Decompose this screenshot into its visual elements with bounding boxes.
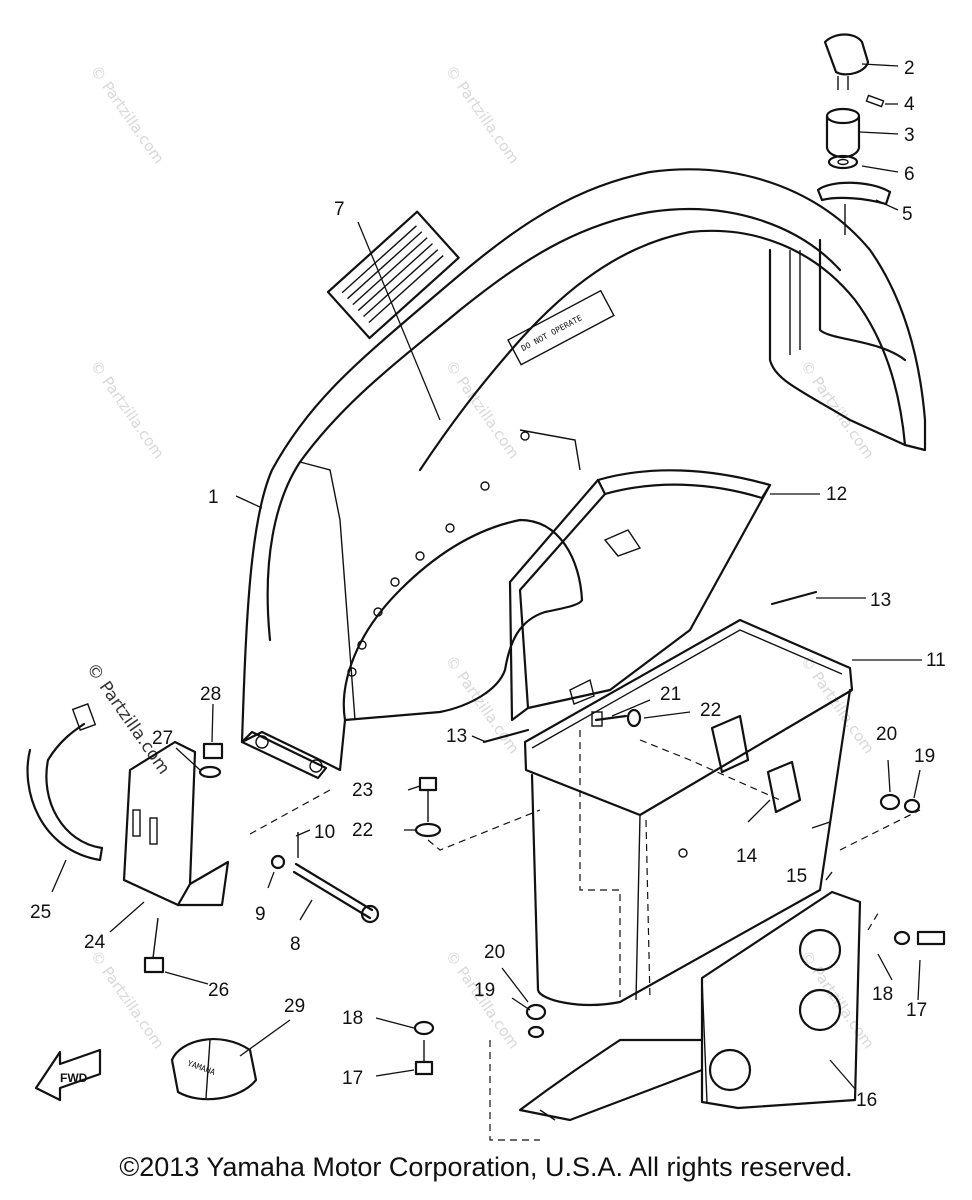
bolt-26 — [143, 917, 165, 974]
watermark: © Partzilla.com — [87, 947, 168, 1052]
callout-2: 2 — [904, 58, 915, 79]
callout-29: 29 — [284, 996, 305, 1017]
callout-21: 21 — [660, 684, 681, 705]
leader-lines — [51, 63, 922, 1091]
callout-9: 9 — [255, 904, 266, 925]
callout-16: 16 — [856, 1090, 877, 1111]
callout-18-left: 18 — [342, 1008, 363, 1029]
assembly-lines — [249, 730, 921, 1141]
callout-24: 24 — [84, 932, 106, 953]
callout-26: 26 — [208, 980, 229, 1001]
pouch-brand-text: YAMAHA — [186, 1059, 216, 1077]
fwd-label: FWD — [60, 1071, 88, 1085]
knob — [823, 33, 870, 76]
callout-3: 3 — [904, 125, 915, 146]
callout-25: 25 — [30, 902, 51, 923]
belt-guard-housing: DO NOT OPERATE — [240, 168, 927, 780]
strap — [26, 703, 104, 862]
callout-23: 23 — [352, 780, 373, 801]
watermark: © Partzilla.com — [87, 357, 168, 462]
tool-pouch: YAMAHA — [170, 1038, 258, 1101]
label-plate — [326, 210, 460, 340]
callout-8: 8 — [290, 934, 301, 955]
callout-1: 1 — [208, 487, 219, 508]
watermark-dark: © Partzilla.com — [82, 659, 174, 778]
watermark-layer: © Partzilla.com © Partzilla.com © Partzi… — [82, 62, 878, 1052]
fwd-arrow-icon: FWD — [34, 1048, 102, 1102]
watermark: © Partzilla.com — [442, 62, 523, 167]
parts-diagram: © Partzilla.com © Partzilla.com © Partzi… — [26, 33, 946, 1141]
callout-7: 7 — [334, 199, 345, 220]
callout-15: 15 — [786, 866, 807, 887]
callout-13-lower: 13 — [446, 726, 467, 747]
callout-11: 11 — [926, 650, 946, 671]
screws — [413, 708, 946, 1076]
callout-4: 4 — [904, 94, 915, 115]
callout-19-right: 19 — [914, 746, 935, 767]
callout-22-upper: 22 — [700, 700, 721, 721]
callout-27: 27 — [152, 728, 173, 749]
callout-20-left: 20 — [484, 942, 505, 963]
nut-28 — [202, 742, 224, 760]
watermark: © Partzilla.com — [442, 357, 523, 462]
battery-box — [523, 618, 854, 1006]
rod-13-lower — [482, 728, 530, 744]
watermark: © Partzilla.com — [797, 357, 878, 462]
callout-22-lower: 22 — [352, 820, 373, 841]
watermark: © Partzilla.com — [797, 652, 878, 757]
callout-12: 12 — [826, 484, 847, 505]
pin-and-clip — [270, 832, 380, 924]
callout-20-right: 20 — [876, 724, 897, 745]
callout-18-right: 18 — [872, 984, 893, 1005]
gasket-frame — [508, 469, 772, 722]
housing-decal-text: DO NOT OPERATE — [520, 313, 584, 353]
callout-labels: 1 2 3 4 5 6 7 8 9 10 11 12 13 13 14 15 1… — [30, 58, 946, 1111]
callout-14: 14 — [736, 846, 758, 867]
callout-17-right: 17 — [906, 1000, 927, 1021]
callout-5: 5 — [902, 204, 913, 225]
callout-13-upper: 13 — [870, 590, 891, 611]
rod-13-upper — [770, 590, 818, 606]
callout-6: 6 — [904, 164, 915, 185]
callout-10: 10 — [314, 822, 335, 843]
callout-28: 28 — [200, 684, 221, 705]
callout-17-left: 17 — [342, 1068, 363, 1089]
washer-27 — [198, 765, 222, 779]
copyright-notice: ©2013 Yamaha Motor Corporation, U.S.A. A… — [119, 1152, 853, 1182]
mounting-bracket — [518, 890, 862, 1122]
watermark: © Partzilla.com — [87, 62, 168, 167]
callout-19-left: 19 — [474, 980, 495, 1001]
pin — [865, 94, 885, 108]
lower-bracket — [122, 740, 230, 907]
